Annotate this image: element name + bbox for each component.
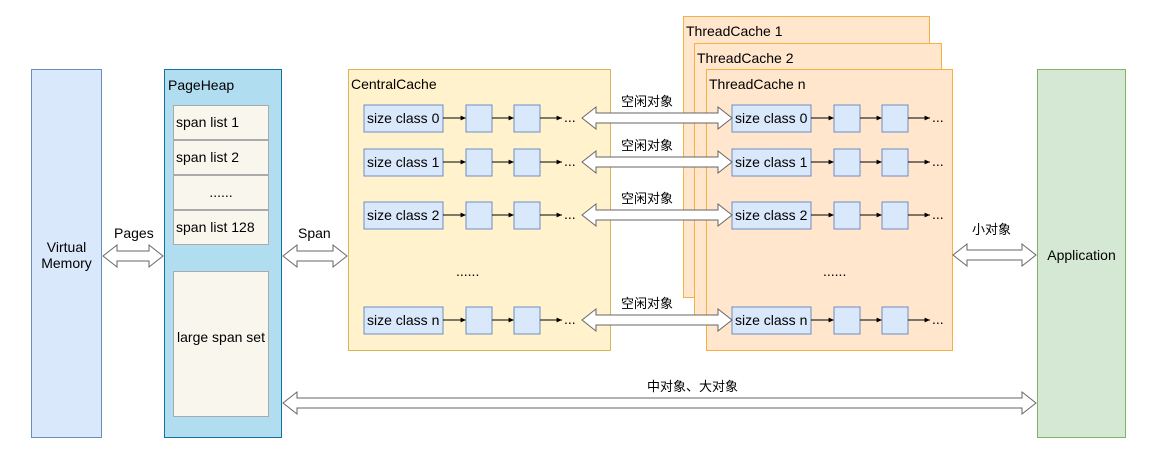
thread-cache-row-ellipsis: ...	[932, 311, 944, 327]
free-object-double-arrow	[581, 149, 733, 175]
free-object-arrow-label: 空闲对象	[621, 138, 674, 153]
thread-cache-span-block	[833, 306, 861, 335]
large-span-set: large span set	[173, 271, 269, 417]
central-cache-span-block	[513, 201, 541, 230]
medium-large-object-arrow-label: 中对象、大对象	[647, 379, 739, 394]
central-cache-span-block	[465, 201, 493, 230]
application-label: Application	[1047, 247, 1116, 263]
free-object-arrow-label: 空闲对象	[621, 191, 674, 206]
span-double-arrow	[282, 243, 348, 269]
thread-cache-size-class-label: size class n	[735, 312, 808, 328]
thread-cache-span-block	[881, 148, 909, 177]
central-cache-size-class-box	[363, 104, 444, 133]
thread-cache-row-ellipsis: ...	[932, 206, 944, 222]
central-cache-title: CentralCache	[351, 76, 437, 92]
thread-cache-row-ellipsis: ...	[932, 109, 944, 125]
thread-cache-span-block	[881, 306, 909, 335]
thread-cache-2-title: ThreadCache 2	[697, 50, 794, 66]
large-span-set-label: large span set	[177, 329, 265, 345]
pages-arrow-label: Pages	[114, 225, 154, 241]
span-list-item: span list 2	[173, 140, 269, 175]
free-object-double-arrow	[581, 105, 733, 131]
thread-cache-span-block	[833, 201, 861, 230]
double-arrows-layer	[102, 105, 1037, 416]
central-cache-row-ellipsis: ...	[564, 153, 576, 169]
virtual-memory-box: Virtual Memory	[31, 69, 102, 438]
central-cache-span-block	[465, 148, 493, 177]
free-object-double-arrow	[581, 307, 733, 333]
span-list-item: span list 1	[173, 105, 269, 140]
small-object-arrow-label: 小对象	[972, 222, 1012, 237]
free-object-arrow-label: 空闲对象	[621, 296, 674, 311]
thread-cache-size-class-label: size class 2	[735, 207, 808, 223]
central-cache-span-block	[465, 306, 493, 335]
thread-cache-row-ellipsis: ...	[932, 153, 944, 169]
cache-rows-layer	[363, 104, 930, 335]
medium-large-object-double-arrow	[282, 390, 1037, 416]
free-object-double-arrow	[581, 202, 733, 228]
central-cache-span-block	[513, 306, 541, 335]
thread-cache-size-class-box	[731, 306, 812, 335]
central-cache-size-class-label: size class n	[367, 312, 440, 328]
span-list-ellipsis: ......	[173, 175, 269, 210]
central-cache-gap-ellipsis: ......	[456, 263, 480, 279]
central-cache-size-class-box	[363, 306, 444, 335]
span-arrow-label: Span	[298, 225, 331, 241]
central-cache-size-class-label: size class 1	[367, 154, 440, 170]
free-object-arrow-label: 空闲对象	[621, 94, 674, 109]
thread-cache-span-block	[833, 104, 861, 133]
central-cache-size-class-label: size class 2	[367, 207, 440, 223]
application-box: Application	[1037, 69, 1126, 438]
central-cache-size-class-box	[363, 201, 444, 230]
central-cache-row-ellipsis: ...	[564, 109, 576, 125]
central-cache-size-class-box	[363, 148, 444, 177]
central-cache-row-ellipsis: ...	[564, 311, 576, 327]
small-object-double-arrow	[952, 242, 1037, 268]
page-heap-box: PageHeap span list 1 span list 2 ...... …	[164, 69, 282, 438]
pages-double-arrow	[102, 243, 164, 269]
central-cache-span-block	[513, 148, 541, 177]
central-cache-span-block	[513, 104, 541, 133]
span-list-item: span list 128	[173, 210, 269, 245]
thread-cache-size-class-label: size class 1	[735, 154, 808, 170]
page-heap-title: PageHeap	[168, 77, 235, 93]
central-cache-size-class-label: size class 0	[367, 110, 440, 126]
thread-cache-size-class-label: size class 0	[735, 110, 808, 126]
thread-cache-1-title: ThreadCache 1	[686, 23, 783, 39]
thread-cache-size-class-box	[731, 148, 812, 177]
central-cache-row-ellipsis: ...	[564, 206, 576, 222]
thread-cache-n-title: ThreadCache n	[709, 76, 806, 92]
thread-cache-span-block	[881, 201, 909, 230]
central-cache-span-block	[465, 104, 493, 133]
thread-cache-gap-ellipsis: ......	[823, 263, 847, 279]
thread-cache-span-block	[833, 148, 861, 177]
virtual-memory-label: Virtual Memory	[41, 239, 92, 271]
thread-cache-span-block	[881, 104, 909, 133]
